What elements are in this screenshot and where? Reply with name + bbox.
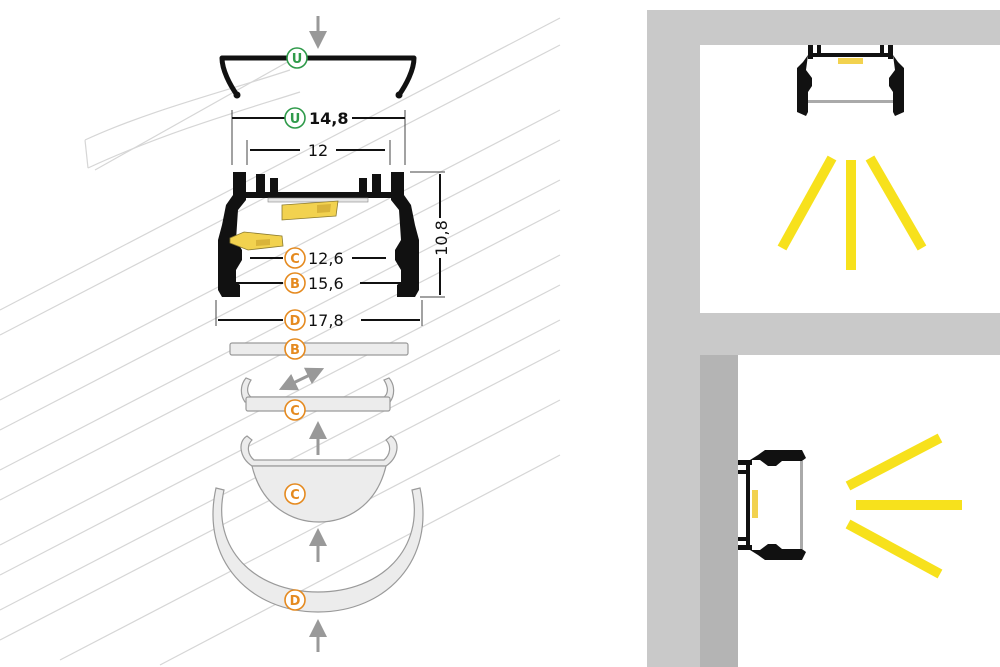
dimension-b-width: B 15,6: [236, 272, 401, 294]
dimension-d-width: D 17,8: [215, 300, 423, 331]
dimension-b-width-label: 15,6: [308, 274, 344, 293]
sidelight-beams: [845, 433, 962, 579]
svg-text:D: D: [290, 594, 301, 609]
u-cover-badge: U: [286, 47, 308, 69]
dimension-height-label: 10,8: [432, 220, 451, 256]
wall-mount-scene: [700, 355, 962, 667]
led-strip-top: [267, 197, 369, 221]
svg-text:U: U: [290, 112, 301, 127]
diffuser-c-round: C: [240, 435, 398, 523]
diffuser-c-flat: C: [240, 377, 395, 421]
svg-text:C: C: [290, 488, 300, 503]
dimension-height: 10,8: [410, 171, 451, 298]
u-cover-profile: [219, 55, 417, 99]
svg-text:B: B: [290, 277, 300, 292]
svg-text:C: C: [290, 404, 300, 419]
diffuser-b-flat: B: [229, 338, 409, 360]
dimension-inner-width-label: 12: [308, 141, 328, 160]
dimension-u-width: U 14,8: [231, 107, 406, 165]
svg-text:U: U: [292, 52, 303, 67]
ceiling-profile: [797, 45, 904, 116]
slide-in-arrow: [278, 367, 325, 391]
dimension-d-width-label: 17,8: [308, 311, 344, 330]
dimension-c-width: C 12,6: [250, 247, 386, 269]
aluminium-profile-cross-section: [218, 172, 419, 297]
diffuser-d-arc: D: [212, 487, 424, 613]
dimension-c-width-label: 12,6: [308, 249, 344, 268]
svg-text:B: B: [290, 343, 300, 358]
svg-text:D: D: [290, 314, 301, 329]
perspective-background-lines: [0, 17, 561, 666]
wall-profile: [738, 450, 806, 560]
led-strip-side: [229, 231, 284, 251]
svg-text:C: C: [290, 252, 300, 267]
ceiling-mount-scene: [647, 10, 1000, 667]
dimension-inner-width: 12: [246, 140, 391, 165]
downlight-beams: [777, 155, 927, 270]
dimension-u-width-label: 14,8: [309, 109, 348, 128]
